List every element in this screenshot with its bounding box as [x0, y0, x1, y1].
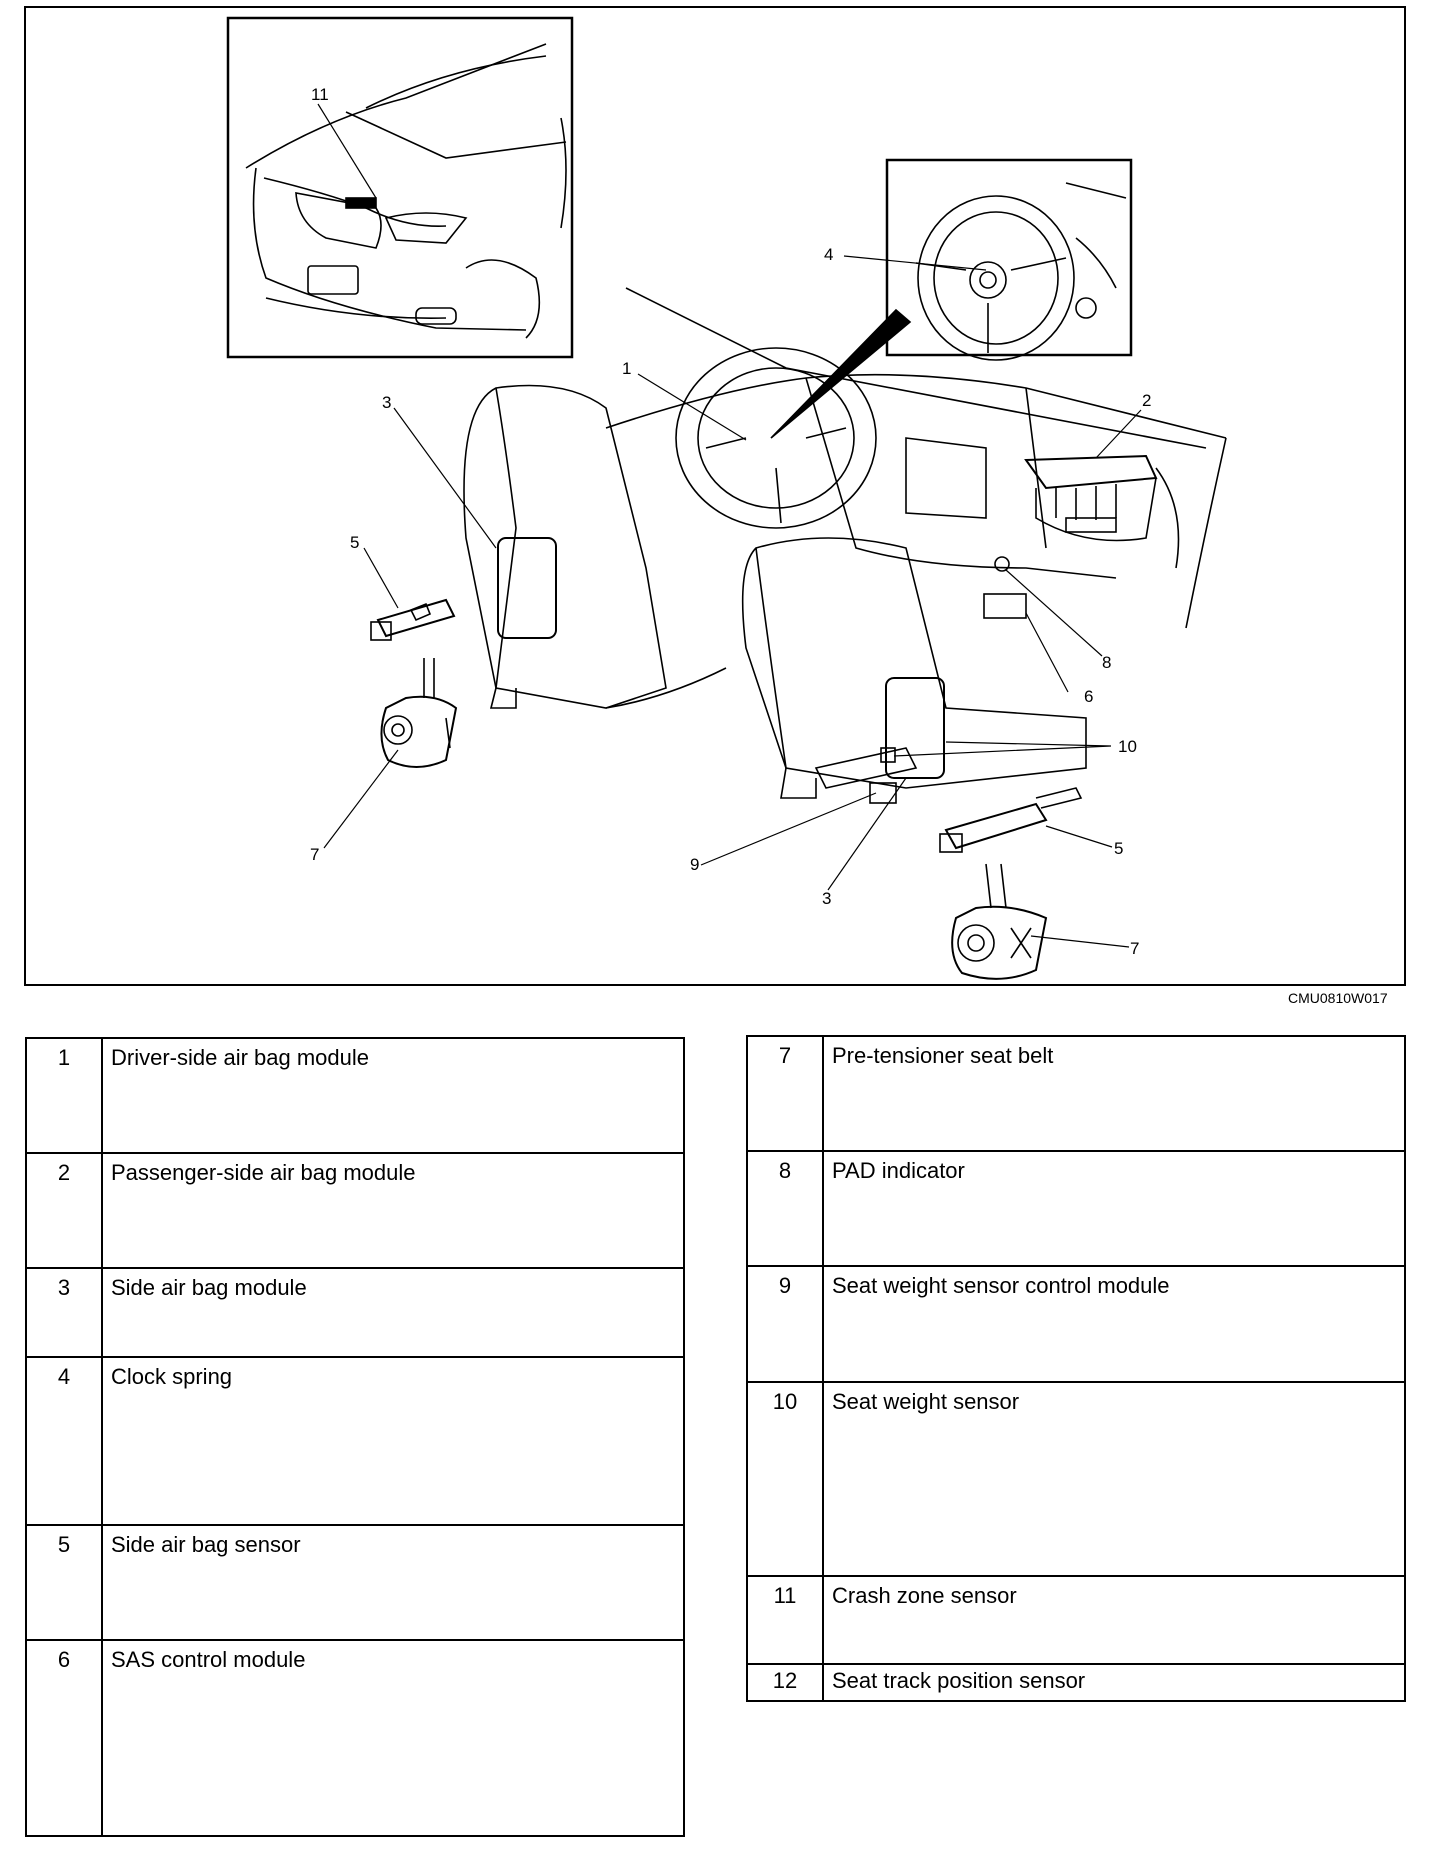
front-seat: [741, 537, 1087, 799]
legend-label: Passenger-side air bag module: [101, 1152, 685, 1269]
legend-number: 9: [746, 1265, 824, 1383]
legend-number: 10: [746, 1381, 824, 1577]
callout-labels: 11 4 1 2 3 5 8 6 10 9 5 3 7 7: [310, 85, 1151, 958]
diagram-frame: 11 4 1 2 3 5 8 6 10 9 5 3 7 7: [24, 6, 1406, 986]
legend-label: Side air bag sensor: [101, 1524, 685, 1641]
passenger-airbag-module: [1024, 454, 1158, 542]
legend-table-left: 1 Driver-side air bag module 2 Passenger…: [25, 1037, 685, 1837]
callout-6: 6: [1084, 687, 1093, 706]
rear-seat: [463, 384, 727, 709]
legend-row: 2 Passenger-side air bag module: [25, 1152, 685, 1269]
legend-row: 10 Seat weight sensor: [746, 1381, 1406, 1577]
legend-row: 11 Crash zone sensor: [746, 1575, 1406, 1665]
inset-car-front: [226, 16, 574, 359]
legend-label: SAS control module: [101, 1639, 685, 1837]
callout-5-left: 5: [350, 533, 359, 552]
inset-steering-wheel: [885, 158, 1133, 361]
legend-row: 9 Seat weight sensor control module: [746, 1265, 1406, 1383]
legend-label: Clock spring: [101, 1356, 685, 1526]
legend-number: 8: [746, 1150, 824, 1267]
legend-number: 5: [25, 1524, 103, 1641]
pretensioner-right: [951, 863, 1048, 980]
callout-1: 1: [622, 359, 631, 378]
legend-number: 6: [25, 1639, 103, 1837]
callout-7-right: 7: [1130, 939, 1139, 958]
legend-label: Driver-side air bag module: [101, 1037, 685, 1154]
legend-label: Seat weight sensor: [822, 1381, 1406, 1577]
pad-indicator: [994, 556, 1010, 572]
inset-pointer: [770, 308, 912, 439]
callout-9: 9: [690, 855, 699, 874]
legend-row: 4 Clock spring: [25, 1356, 685, 1526]
legend-number: 4: [25, 1356, 103, 1526]
legend-number: 7: [746, 1035, 824, 1152]
legend-row: 3 Side air bag module: [25, 1267, 685, 1358]
side-airbag-sensor-right: [939, 787, 1083, 853]
side-airbag-module-front: [885, 677, 945, 779]
airbag-system-diagram: 11 4 1 2 3 5 8 6 10 9 5 3 7 7: [226, 16, 1227, 980]
legend-row: 1 Driver-side air bag module: [25, 1037, 685, 1154]
legend-label: Seat track position sensor: [822, 1663, 1406, 1702]
legend-row: 7 Pre-tensioner seat belt: [746, 1035, 1406, 1152]
legend-row: 5 Side air bag sensor: [25, 1524, 685, 1641]
legend-number: 3: [25, 1267, 103, 1358]
legend-row: 8 PAD indicator: [746, 1150, 1406, 1267]
dashboard-outline: [605, 287, 1227, 629]
legend-row: 6 SAS control module: [25, 1639, 685, 1837]
callout-3-upper: 3: [382, 393, 391, 412]
side-airbag-module-rear: [497, 537, 557, 639]
legend-label: Side air bag module: [101, 1267, 685, 1358]
legend-label: Crash zone sensor: [822, 1575, 1406, 1665]
side-airbag-sensor-left: [370, 598, 456, 641]
legend-number: 11: [746, 1575, 824, 1665]
callout-10: 10: [1118, 737, 1137, 756]
legend-label: Pre-tensioner seat belt: [822, 1035, 1406, 1152]
legend-number: 2: [25, 1152, 103, 1269]
seat-weight-sensor: [814, 747, 918, 789]
callout-8: 8: [1102, 653, 1111, 672]
figure-code: CMU0810W017: [1288, 990, 1388, 1006]
legend-number: 12: [746, 1663, 824, 1702]
callout-11: 11: [311, 85, 329, 104]
callout-5-right: 5: [1114, 839, 1123, 858]
callout-3-lower: 3: [822, 889, 831, 908]
steering-wheel: [675, 347, 877, 529]
legend-label: PAD indicator: [822, 1150, 1406, 1267]
pretensioner-left: [380, 658, 458, 768]
callout-7-left: 7: [310, 845, 319, 864]
sas-control-module: [983, 593, 1027, 619]
legend-number: 1: [25, 1037, 103, 1154]
legend-row: 12 Seat track position sensor: [746, 1663, 1406, 1702]
leader-lines: [317, 103, 1142, 948]
legend-label: Seat weight sensor control module: [822, 1265, 1406, 1383]
callout-2: 2: [1142, 391, 1151, 410]
legend-table-right: 7 Pre-tensioner seat belt 8 PAD indicato…: [746, 1035, 1406, 1702]
callout-4: 4: [824, 245, 833, 264]
